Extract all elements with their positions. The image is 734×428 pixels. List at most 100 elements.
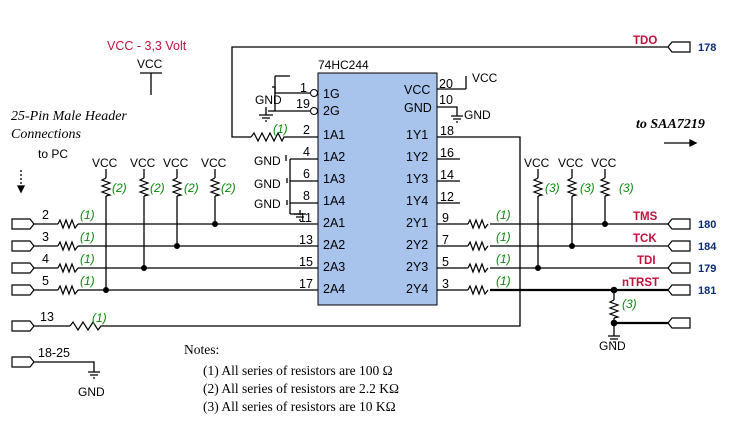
resistor-out-pullup-3 bbox=[599, 177, 612, 197]
supply-label: VCC - 3,3 Volt bbox=[107, 39, 187, 53]
pin-name-2y1: 2Y1 bbox=[406, 216, 428, 230]
vcc-pullup-4: VCC bbox=[201, 156, 227, 170]
resistor-out-tms bbox=[467, 218, 489, 230]
header-title-line1: 25-Pin Male Header bbox=[11, 109, 127, 124]
connector-ntrst[interactable] bbox=[667, 284, 691, 296]
ground-symbols bbox=[88, 107, 620, 379]
resistor-out-ntrst-label: (1) bbox=[496, 274, 511, 288]
header-pin-5: 5 bbox=[42, 274, 49, 288]
pin-num-6: 6 bbox=[303, 167, 310, 181]
pullup-wires bbox=[105, 169, 216, 290]
header-pin-18-25: 18-25 bbox=[38, 346, 70, 360]
pin-num-20: 20 bbox=[439, 77, 453, 91]
resistor-pullup-3-label: (2) bbox=[184, 181, 199, 195]
resistor-in-pin2-label: (1) bbox=[80, 208, 95, 222]
note-1: (1) All series of resistors are 100 Ω bbox=[203, 363, 393, 378]
junction-a bbox=[103, 287, 109, 293]
ground-icon-1a bbox=[294, 210, 306, 221]
connector-tms[interactable] bbox=[667, 218, 691, 230]
vcc-out-pullup-1: VCC bbox=[524, 156, 550, 170]
resistor-pullup-4-label: (2) bbox=[221, 181, 236, 195]
signal-ntrst: nTRST bbox=[622, 277, 659, 289]
supply-symbol bbox=[140, 72, 162, 95]
pin-name-1a4: 1A4 bbox=[323, 194, 345, 208]
vcc-label-chip: VCC bbox=[472, 71, 498, 85]
connector-tdo[interactable] bbox=[667, 41, 691, 53]
gnd-label-enable: GND bbox=[255, 93, 282, 107]
pin-num-4: 4 bbox=[303, 145, 310, 159]
connector-pin-5[interactable] bbox=[11, 284, 35, 296]
ground-icon-enable bbox=[259, 107, 273, 122]
resistor-pulldown-label: (3) bbox=[622, 297, 637, 311]
pin-num-7: 7 bbox=[442, 233, 449, 247]
connector-pin-4[interactable] bbox=[11, 262, 35, 274]
pin-num-16: 16 bbox=[440, 146, 454, 160]
connector-tck[interactable] bbox=[667, 240, 691, 252]
gnd-label-header: GND bbox=[78, 385, 105, 399]
chip-pin-wires bbox=[268, 75, 467, 215]
signal-tdo: TDO bbox=[633, 35, 657, 47]
junction-g bbox=[602, 221, 608, 227]
resistor-out-tms-label: (1) bbox=[496, 208, 511, 222]
gnd-label-ntrst: GND bbox=[599, 339, 626, 353]
vcc-pullup-3: VCC bbox=[163, 156, 189, 170]
tdo-path bbox=[112, 46, 668, 327]
signal-tms: TMS bbox=[633, 211, 658, 223]
ground-icon-ntrst bbox=[608, 335, 620, 343]
gnd-label-1a3: GND bbox=[254, 177, 281, 191]
to-pc-arrow bbox=[16, 170, 26, 194]
resistor-out-pullup-3-label: (3) bbox=[619, 181, 634, 195]
vcc-out-pullup-2: VCC bbox=[558, 156, 584, 170]
pin-num-15: 15 bbox=[299, 255, 313, 269]
resistor-out-ntrst bbox=[467, 284, 489, 296]
connector-pin-13[interactable] bbox=[11, 320, 35, 332]
note-2: (2) All series of resistors are 2.2 KΩ bbox=[203, 381, 399, 396]
pin-name-vcc: VCC bbox=[404, 83, 430, 97]
pin-name-2y3: 2Y3 bbox=[406, 260, 428, 274]
pin-num-11: 11 bbox=[299, 211, 312, 225]
ground-icon-chip bbox=[451, 115, 463, 123]
resistor-in-pin3-label: (1) bbox=[80, 230, 95, 244]
junction-i bbox=[610, 319, 618, 327]
pin-num-8: 8 bbox=[303, 189, 310, 203]
to-pc-label: to PC bbox=[38, 147, 68, 161]
pin-name-1a2: 1A2 bbox=[323, 150, 345, 164]
to-target-label: to SAA7219 bbox=[636, 117, 705, 132]
connector-tdi[interactable] bbox=[667, 262, 691, 274]
header-connectors bbox=[11, 218, 35, 368]
bubble-1g bbox=[310, 89, 318, 97]
vcc-out-pullup-3: VCC bbox=[591, 156, 617, 170]
chip-name: 74HC244 bbox=[318, 58, 369, 72]
junction-d bbox=[212, 221, 218, 227]
target-connectors bbox=[667, 41, 691, 329]
pin-name-2a3: 2A3 bbox=[323, 260, 345, 274]
resistor-pullup-1-label: (2) bbox=[112, 181, 127, 195]
connector-pin-2[interactable] bbox=[11, 218, 35, 230]
connector-pin-gnd[interactable] bbox=[11, 356, 35, 368]
pin-num-13: 13 bbox=[299, 233, 313, 247]
connector-gnd[interactable] bbox=[667, 317, 691, 329]
resistor-tdo bbox=[250, 131, 292, 143]
ground-icon-header bbox=[88, 371, 100, 379]
vcc-pullup-2: VCC bbox=[130, 156, 156, 170]
junction-h bbox=[610, 286, 618, 294]
pin-num-5: 5 bbox=[442, 255, 449, 269]
header-pin-3: 3 bbox=[42, 230, 49, 244]
signal-tck: TCK bbox=[633, 233, 657, 245]
header-pin-13: 13 bbox=[40, 310, 54, 324]
resistor-pullup-2-label: (2) bbox=[150, 181, 165, 195]
pin-name-2a1: 2A1 bbox=[323, 216, 345, 230]
pin-name-2a2: 2A2 bbox=[323, 238, 345, 252]
vcc-supply: VCC bbox=[137, 57, 163, 71]
resistor-pullup-3 bbox=[171, 177, 184, 197]
header-pin-4: 4 bbox=[42, 252, 49, 266]
pin-name-1y1: 1Y1 bbox=[406, 128, 428, 142]
pin-num-19: 19 bbox=[296, 97, 310, 111]
junction-e bbox=[535, 265, 541, 271]
resistor-in-pin4-label: (1) bbox=[80, 252, 95, 266]
chip-74hc244 bbox=[317, 72, 438, 306]
pin-name-1y3: 1Y3 bbox=[406, 172, 428, 186]
resistor-in-pin13 bbox=[69, 320, 112, 332]
connector-pin-3[interactable] bbox=[11, 240, 35, 252]
